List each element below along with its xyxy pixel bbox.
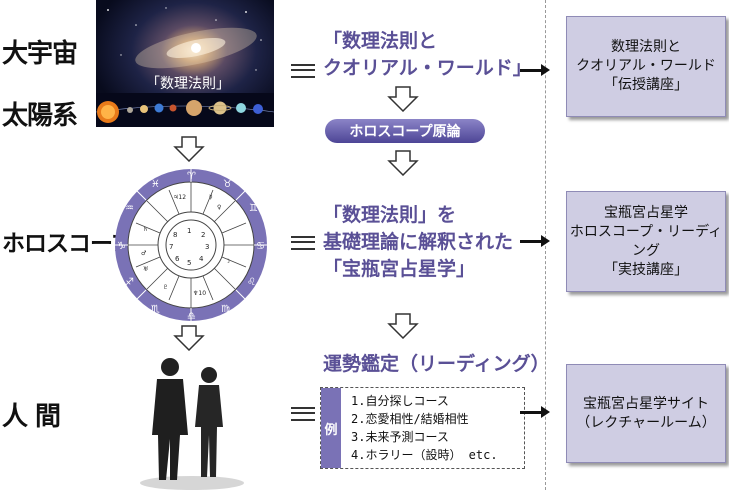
svg-text:8: 8	[173, 231, 177, 239]
right-arrow-icon	[520, 235, 550, 247]
equals-icon	[291, 407, 315, 421]
space-label: 「数理法則」	[146, 76, 230, 92]
svg-text:♊: ♊	[249, 203, 258, 214]
theory-title-line2: クオリアル・ワールド」	[323, 57, 532, 79]
svg-text:♒: ♒	[125, 203, 134, 214]
label-horoscope: ホロスコープ	[2, 230, 134, 257]
svg-text:♆10: ♆10	[193, 290, 206, 297]
box-line: 宝瓶宮占星学サイト	[583, 395, 709, 412]
box-line: 「実技講座」	[604, 261, 688, 278]
svg-text:♐: ♐	[125, 277, 134, 288]
svg-text:☽: ☽	[225, 258, 230, 265]
example-list: 1.自分探しコース 2.恋愛相性/結婚相性 3.未来予測コース 4.ホラリー（設…	[351, 392, 498, 464]
box-line: 数理法則と	[611, 39, 681, 55]
label-solar-system: 太陽系	[2, 101, 78, 131]
equals-icon	[291, 64, 315, 78]
astrology-text-line1: 「数理法則」を	[323, 204, 457, 226]
horoscope-theory-pill: ホロスコープ原論	[325, 119, 485, 143]
svg-text:♉: ♉	[223, 179, 232, 190]
box-transmission-course: 数理法則と クオリアル・ワールド 「伝授講座」	[566, 16, 726, 117]
svg-text:2: 2	[201, 231, 205, 239]
label-universe: 大宇宙	[2, 39, 78, 69]
down-arrow-icon	[173, 136, 205, 162]
down-arrow-icon	[387, 313, 419, 339]
theory-title-line1: 「数理法則と	[323, 30, 438, 52]
box-line: クオリアル・ワールド	[576, 58, 716, 74]
down-arrow-icon	[173, 325, 205, 351]
human-silhouettes	[140, 358, 244, 490]
svg-text:5: 5	[187, 259, 191, 267]
astrology-text-line3: 「宝瓶宮占星学」	[323, 258, 476, 280]
svg-text:♅: ♅	[143, 266, 148, 273]
box-site-lecture-room: 宝瓶宮占星学サイト （レクチャールーム）	[566, 364, 726, 463]
down-arrow-icon	[387, 86, 419, 112]
svg-text:♍: ♍	[221, 304, 230, 315]
right-arrow-icon	[520, 64, 550, 76]
box-line: 「伝授講座」	[604, 77, 688, 93]
svg-text:♌: ♌	[247, 277, 256, 288]
svg-text:♎: ♎	[187, 311, 196, 322]
box-line: 宝瓶宮占星学	[604, 204, 688, 221]
example-tab: 例	[321, 388, 341, 468]
box-line: （レクチャールーム）	[576, 414, 716, 431]
svg-text:♂: ♂	[141, 250, 146, 257]
svg-text:♃12: ♃12	[173, 194, 186, 201]
svg-text:♇: ♇	[163, 284, 168, 291]
svg-text:♄: ♄	[143, 226, 148, 233]
svg-text:♓: ♓	[151, 179, 160, 190]
example-list-box: 例 1.自分探しコース 2.恋愛相性/結婚相性 3.未来予測コース 4.ホラリー…	[320, 387, 525, 469]
svg-text:4: 4	[199, 255, 204, 263]
svg-text:1: 1	[187, 227, 191, 235]
label-human: 人 間	[2, 402, 61, 432]
box-line: ホロスコープ・リーディング	[569, 223, 723, 259]
svg-text:☿: ☿	[209, 194, 213, 201]
solar-system-illustration	[96, 7, 274, 127]
list-item: 4.ホラリー（設時） etc.	[351, 448, 498, 462]
svg-text:♈: ♈	[187, 171, 196, 182]
galaxy-image: 「数理法則」	[96, 0, 274, 127]
list-item: 2.恋愛相性/結婚相性	[351, 412, 469, 426]
svg-text:♋: ♋	[256, 241, 265, 252]
down-arrow-icon	[387, 150, 419, 176]
svg-text:3: 3	[205, 243, 209, 251]
reading-title: 運勢鑑定（リーディング）	[323, 353, 550, 375]
list-item: 1.自分探しコース	[351, 394, 449, 408]
svg-text:6: 6	[175, 255, 180, 263]
list-item: 3.未来予測コース	[351, 430, 449, 444]
equals-icon	[291, 236, 315, 250]
svg-text:♏: ♏	[151, 304, 160, 315]
right-arrow-icon	[520, 406, 550, 418]
astrology-text-line2: 基礎理論に解釈された	[323, 231, 514, 253]
svg-text:♑: ♑	[117, 241, 126, 252]
svg-text:7: 7	[169, 243, 173, 251]
svg-text:♀: ♀	[217, 204, 221, 211]
box-practical-course: 宝瓶宮占星学 ホロスコープ・リーディング 「実技講座」	[566, 191, 726, 292]
